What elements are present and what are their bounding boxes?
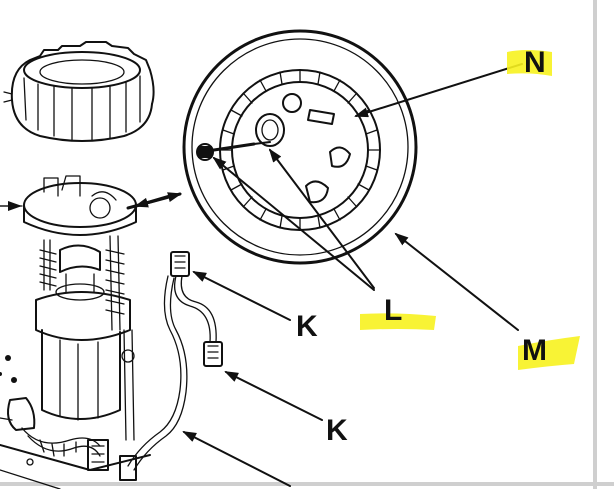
callout-m: M bbox=[522, 334, 547, 367]
detail-arrow bbox=[0, 192, 182, 211]
leader-k-1 bbox=[192, 271, 291, 321]
leader-m bbox=[394, 232, 519, 331]
lock-ring bbox=[3, 41, 155, 142]
leader-l-1 bbox=[268, 148, 375, 289]
leader-l-2 bbox=[212, 156, 375, 291]
highlight-l bbox=[360, 313, 436, 330]
callout-labels: N L M K K bbox=[296, 46, 547, 447]
leader-k-2 bbox=[224, 371, 323, 421]
highlight-m bbox=[518, 336, 580, 370]
label-highlights bbox=[360, 50, 580, 370]
callout-k-upper: K bbox=[296, 310, 318, 343]
leader-lines bbox=[182, 63, 523, 487]
callout-l: L bbox=[384, 294, 402, 327]
leader-n bbox=[354, 63, 523, 118]
highlight-n bbox=[507, 50, 552, 76]
fuel-pump-assembly bbox=[0, 175, 151, 489]
wire-harness bbox=[127, 251, 223, 471]
callout-n: N bbox=[524, 46, 546, 79]
callout-k-lower: K bbox=[326, 414, 348, 447]
leader-bottom bbox=[182, 431, 291, 487]
